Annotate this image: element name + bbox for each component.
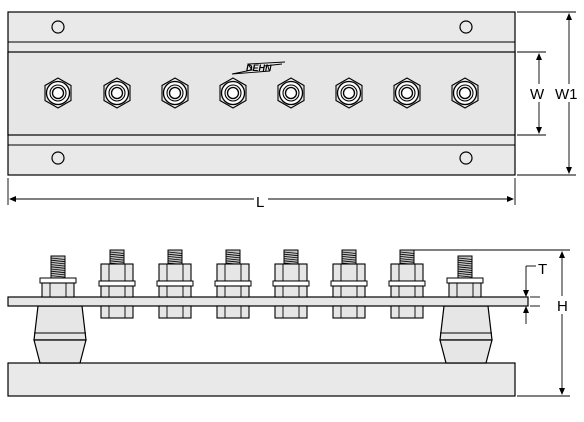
dimension-h: H (414, 249, 572, 397)
busbar-top (7, 51, 516, 136)
end-stud (39, 255, 77, 298)
dimension-l: L (7, 178, 516, 211)
end-stud (446, 255, 484, 298)
terminal-nut (393, 77, 421, 109)
dimension-w1: W1 (517, 11, 584, 176)
mounting-hole (51, 151, 65, 165)
terminal-nut (451, 77, 479, 109)
dimension-label-l: L (256, 194, 264, 211)
dehn-logo: DEHN (231, 61, 286, 75)
terminal-nut (161, 77, 189, 109)
logo-text: DEHN (246, 63, 272, 73)
dimension-label-t: T (538, 261, 547, 278)
terminal-stud (214, 249, 252, 319)
mounting-hole (459, 151, 473, 165)
terminal-nut (277, 77, 305, 109)
dimension-label-w1: W1 (555, 86, 578, 103)
terminal-nut (103, 77, 131, 109)
terminal-stud (272, 249, 310, 319)
mounting-hole (459, 20, 473, 34)
insulator-right (439, 305, 493, 364)
terminal-stud (98, 249, 136, 319)
side-view (7, 249, 529, 397)
mounting-hole (51, 20, 65, 34)
terminal-nut (219, 77, 247, 109)
top-view: DEHN (7, 11, 516, 176)
terminal-stud (156, 249, 194, 319)
busbar-side (7, 296, 529, 307)
insulator-left (33, 305, 87, 364)
terminal-stud (388, 249, 426, 319)
dimension-w: W (517, 51, 550, 136)
dimension-t: T (523, 261, 547, 324)
terminal-nut (335, 77, 363, 109)
dimension-label-w: W (530, 86, 545, 103)
terminal-nut (44, 77, 72, 109)
base-rail (7, 362, 516, 397)
terminal-group (44, 77, 479, 109)
stud-group (39, 249, 484, 319)
dimension-label-h: H (557, 298, 568, 315)
terminal-stud (330, 249, 368, 319)
